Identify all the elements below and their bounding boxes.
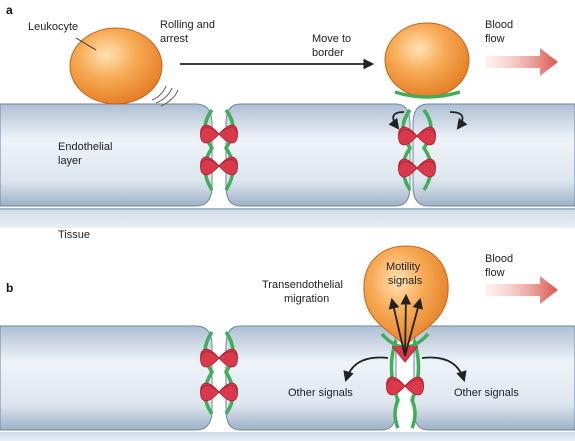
other-signals-arrow-left — [343, 356, 389, 383]
motility-label-line2: signals — [388, 275, 423, 287]
endothelial-label-line2: layer — [58, 155, 82, 167]
blood-flow-a-line2: flow — [485, 33, 505, 45]
panel-b-endothelial-cells — [0, 325, 575, 431]
panel-a-junction-left — [200, 108, 238, 191]
blood-flow-arrow-a — [486, 48, 558, 76]
motility-arrow-center — [400, 293, 412, 357]
endothelial-label-line1: Endothelial — [58, 141, 112, 153]
signal-arrow-right — [449, 111, 468, 130]
move-label-line1: Move to — [312, 33, 351, 45]
motility-arrow-right — [404, 297, 423, 357]
tissue-label: Tissue — [58, 229, 90, 241]
panel-b-junction-left — [200, 330, 238, 416]
rolling-label-line2: arrest — [160, 33, 188, 45]
panel-a-tissue — [0, 208, 575, 228]
rolling-motion-marks — [151, 85, 179, 107]
leukocyte-rolling — [69, 27, 163, 105]
blood-flow-b-line1: Blood — [485, 253, 513, 265]
blood-flow-arrow-b — [486, 276, 558, 304]
panel-b-junction-right — [386, 339, 424, 429]
rolling-label-line1: Rolling and — [160, 19, 215, 31]
move-label-line2: border — [312, 47, 344, 59]
panel-a-endothelial-cells — [0, 103, 575, 207]
leukocyte-label: Leukocyte — [28, 21, 78, 33]
transendothelial-label-line2: migration — [284, 293, 329, 305]
panel-a-letter: a — [6, 3, 13, 17]
blood-flow-a-line1: Blood — [485, 19, 513, 31]
blood-flow-b-line2: flow — [485, 267, 505, 279]
panel-b-tissue — [0, 432, 575, 441]
leukocyte-membrane-contact — [394, 90, 461, 99]
panel-a-junction-right — [398, 108, 436, 191]
motility-arrow-left — [388, 297, 406, 357]
leukocyte-pointer — [75, 37, 97, 51]
signal-arrow-left — [388, 111, 405, 130]
panel-b-letter: b — [6, 281, 13, 295]
leukocyte-at-border — [384, 22, 470, 98]
transendothelial-label-line1: Transendothelial — [262, 279, 343, 291]
motility-label-line1: Motility — [386, 261, 421, 273]
other-signals-right-label: Other signals — [454, 387, 519, 399]
other-signals-left-label: Other signals — [288, 387, 353, 399]
other-signals-arrow-right — [421, 356, 467, 383]
